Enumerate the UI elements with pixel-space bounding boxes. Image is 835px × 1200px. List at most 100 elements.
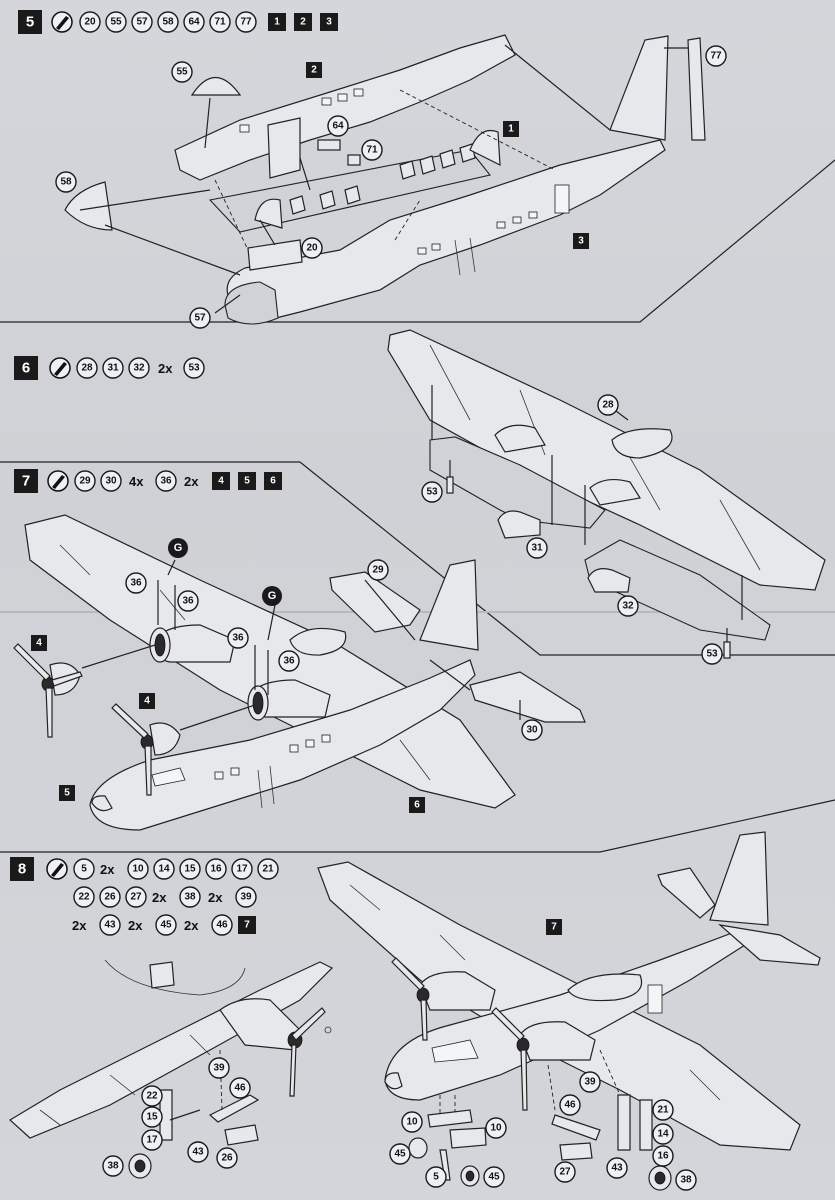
- svg-text:38: 38: [680, 1175, 692, 1186]
- step-5-knife-tool-icon: [51, 11, 73, 33]
- cabin-interior-1: [208, 129, 501, 233]
- step-6-multiplier: 2x: [158, 361, 173, 376]
- tailplane-30: [469, 671, 586, 723]
- svg-text:27: 27: [559, 1167, 571, 1178]
- svg-text:1: 1: [508, 124, 514, 135]
- seat-part-71: [347, 154, 361, 166]
- svg-text:20: 20: [306, 243, 318, 254]
- propeller-4-a: [13, 643, 83, 738]
- callout-77: 77: [705, 45, 727, 67]
- step-8: 8 5 2x 10 14 15 16 17 21 22 26 27 2x 38 …: [8, 831, 821, 1191]
- step-7-number: 7: [14, 469, 38, 493]
- step-8-h-r1-0: 22: [73, 886, 95, 908]
- step-7-guide-lines: [81, 559, 521, 731]
- svg-text:31: 31: [107, 363, 119, 374]
- svg-text:2: 2: [300, 17, 306, 28]
- svg-text:7: 7: [551, 922, 557, 933]
- svg-text:39: 39: [584, 1077, 596, 1088]
- svg-text:G: G: [268, 590, 277, 602]
- svg-text:5: 5: [81, 864, 87, 875]
- svg-text:58: 58: [162, 17, 174, 28]
- step-8-number: 8: [10, 857, 34, 881]
- svg-text:58: 58: [60, 177, 72, 188]
- step-8-h-r2-0-mult: 2x: [72, 918, 87, 933]
- svg-text:36: 36: [232, 633, 244, 644]
- glue-brush-icon-b: G: [262, 586, 282, 606]
- floor-panel-20: [247, 239, 303, 271]
- step-6-knife-tool-icon: [49, 357, 71, 379]
- callout-46-a: 46: [229, 1077, 251, 1099]
- svg-text:55: 55: [110, 17, 122, 28]
- svg-text:5: 5: [433, 1172, 439, 1183]
- callout-32: 32: [617, 595, 639, 617]
- step-5-header-part-0: 20: [79, 11, 101, 33]
- step-8-h-r1-3: 38: [179, 886, 201, 908]
- svg-text:4: 4: [218, 476, 224, 487]
- svg-text:5: 5: [26, 14, 34, 31]
- step-7-header-part-2: 36: [155, 470, 177, 492]
- svg-text:7: 7: [22, 473, 30, 490]
- svg-text:64: 64: [332, 121, 344, 132]
- step-6-guide-lines: [431, 385, 743, 650]
- left-wing-closeup: [8, 959, 334, 1179]
- step-5-header-part-4: 64: [183, 11, 205, 33]
- svg-text:15: 15: [184, 864, 196, 875]
- svg-text:15: 15: [146, 1112, 158, 1123]
- fuselage-half-2: [174, 34, 516, 181]
- svg-text:36: 36: [160, 476, 172, 487]
- callout-43-a: 43: [187, 1141, 209, 1163]
- svg-text:22: 22: [78, 892, 90, 903]
- step-7-header-sub-2: 6: [264, 472, 282, 490]
- step-5-header-part-3: 58: [157, 11, 179, 33]
- callout-38-b: 38: [675, 1169, 697, 1191]
- step-5-header-sub-2: 3: [320, 13, 338, 31]
- svg-text:21: 21: [262, 864, 274, 875]
- step-8-knife-tool-icon: [46, 858, 68, 880]
- glue-brush-icon-a: G: [168, 538, 188, 558]
- svg-text:38: 38: [107, 1161, 119, 1172]
- svg-text:30: 30: [526, 725, 538, 736]
- fuselage-half-3: [224, 139, 666, 325]
- svg-text:6: 6: [414, 800, 420, 811]
- svg-text:77: 77: [240, 17, 252, 28]
- callout-30: 30: [521, 719, 543, 741]
- svg-text:3: 3: [326, 17, 332, 28]
- step-6: 6 28 31 32 2x 53: [14, 329, 826, 665]
- svg-text:20: 20: [84, 17, 96, 28]
- step-8-h-r2-0: 43: [99, 914, 121, 936]
- step-8-h-r0-0: 5: [73, 858, 95, 880]
- svg-text:1: 1: [274, 17, 280, 28]
- callout-53-a: 53: [421, 481, 443, 503]
- svg-text:53: 53: [706, 649, 718, 660]
- step-8-h-r2-1: 45: [155, 914, 177, 936]
- step-7-knife-tool-icon: [47, 470, 69, 492]
- svg-text:64: 64: [188, 17, 200, 28]
- svg-text:43: 43: [611, 1163, 623, 1174]
- step-7-header-sub-1: 5: [238, 472, 256, 490]
- svg-text:2: 2: [311, 65, 317, 76]
- callout-27: 27: [554, 1161, 576, 1183]
- tail-assembly: [329, 559, 586, 723]
- callout-36-d: 36: [278, 650, 300, 672]
- step-5-header-sub-0: 1: [268, 13, 286, 31]
- svg-text:53: 53: [188, 363, 200, 374]
- callout-31: 31: [526, 537, 548, 559]
- svg-text:26: 26: [104, 892, 116, 903]
- sub-label-4-b: 4: [139, 693, 155, 709]
- tail-fin: [609, 35, 706, 141]
- step-5-header-part-6: 77: [235, 11, 257, 33]
- svg-text:45: 45: [394, 1149, 406, 1160]
- step-5-header-part-2: 57: [131, 11, 153, 33]
- svg-text:16: 16: [210, 864, 222, 875]
- step-6-header-part-1: 31: [102, 357, 124, 379]
- svg-text:3: 3: [578, 236, 584, 247]
- svg-text:45: 45: [160, 920, 172, 931]
- step-8-h-r2-1-mult: 2x: [128, 918, 143, 933]
- step-8-header-sub-0: 7: [238, 916, 256, 934]
- step-7-multiplier-1: 2x: [184, 474, 199, 489]
- svg-text:43: 43: [192, 1147, 204, 1158]
- propeller-4-b: [111, 703, 181, 796]
- svg-text:10: 10: [132, 864, 144, 875]
